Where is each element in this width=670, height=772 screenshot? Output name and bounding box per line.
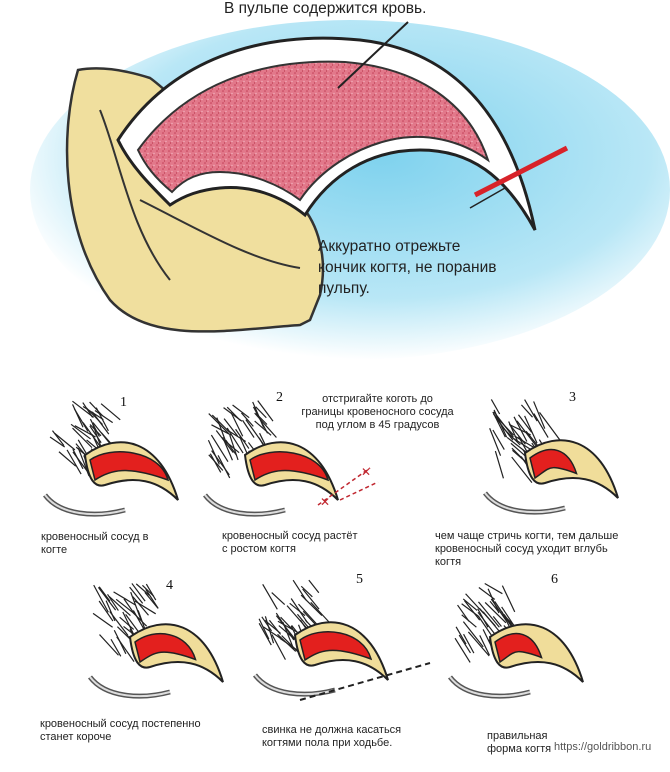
step-5-caption: свинка не должна касаться когтями пола п… — [262, 724, 401, 750]
step-2-note: отстригайте коготь до границы кровеносно… — [290, 393, 465, 432]
caption-line: кровеносный сосуд уходит вглубь — [435, 543, 618, 556]
caption-line: чем чаще стричь когти, тем дальше — [435, 530, 618, 543]
note-line: под углом в 45 градусов — [290, 419, 465, 432]
floor-line — [300, 663, 430, 700]
caption-line: свинка не должна касаться — [262, 724, 401, 737]
step-6-claw — [450, 584, 583, 697]
step-4-claw — [90, 583, 223, 696]
caption-line: форма когтя — [487, 743, 551, 756]
caption-line: когте — [41, 544, 148, 557]
watermark: https://goldribbon.ru — [554, 741, 651, 753]
step-number-5: 5 — [356, 572, 363, 588]
pulp-blood-label: В пульпе содержится кровь. — [224, 0, 426, 18]
step-1-caption: кровеносный сосуд в когте — [41, 531, 148, 557]
step-5-claw — [255, 580, 388, 694]
step-4-caption: кровеносный сосуд постепенно станет коро… — [40, 718, 201, 744]
step-2-caption: кровеносный сосуд растёт с ростом когтя — [222, 530, 358, 556]
cut-instruction-line: Аккуратно отрежьте — [318, 236, 497, 257]
caption-line: кровеносный сосуд в — [41, 531, 148, 544]
step-6-caption: правильная форма когтя — [487, 730, 551, 756]
caption-line: станет короче — [40, 731, 201, 744]
svg-text:✕: ✕ — [320, 495, 330, 509]
cut-instruction: Аккуратно отрежьте кончик когтя, не пора… — [318, 236, 497, 299]
cut-instruction-line: пульпу. — [318, 278, 497, 299]
step-number-3: 3 — [569, 390, 576, 406]
step-3-claw — [485, 399, 618, 512]
svg-text:✕: ✕ — [361, 465, 371, 479]
note-line: границы кровеносного сосуда — [290, 406, 465, 419]
step-3-caption: чем чаще стричь когти, тем дальше кровен… — [435, 530, 618, 569]
caption-line: когтя — [435, 556, 618, 569]
caption-line: кровеносный сосуд растёт — [222, 530, 358, 543]
step-1-claw — [45, 401, 178, 514]
step-number-1: 1 — [120, 395, 127, 411]
caption-line: кровеносный сосуд постепенно — [40, 718, 201, 731]
step-number-6: 6 — [551, 572, 558, 588]
note-line: отстригайте коготь до — [290, 393, 465, 406]
caption-line: правильная — [487, 730, 551, 743]
step-number-2: 2 — [276, 390, 283, 406]
step-number-4: 4 — [166, 578, 173, 594]
caption-line: когтями пола при ходьбе. — [262, 737, 401, 750]
caption-line: с ростом когтя — [222, 543, 358, 556]
cut-instruction-line: кончик когтя, не поранив — [318, 257, 497, 278]
